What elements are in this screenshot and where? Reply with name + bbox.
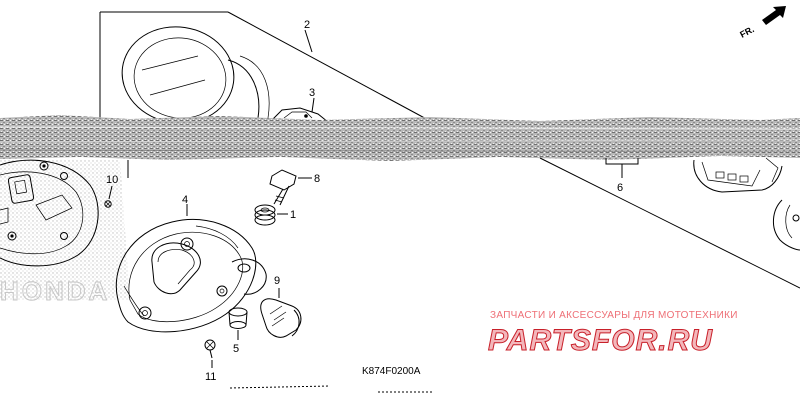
frame-line-diagonal [227,11,433,123]
meter-housing-left [0,159,99,267]
label-part-5: 5 [233,343,239,355]
honda-watermark-text: HONDA [0,276,110,306]
honda-watermark: HONDA [0,160,130,307]
front-direction-label: FR. [738,24,755,40]
meter-unit-right [693,157,800,251]
bracket-group-6 [605,158,639,178]
lower-section: HONDA 10 [0,157,800,393]
bottom-fragment [229,385,331,389]
watermark-site-logo: PARTSFOR.RU [488,324,713,357]
label-part-1: 1 [290,209,296,221]
screw-part-10 [104,200,112,208]
label-part-2: 2 [304,19,310,31]
label-part-6: 6 [617,182,623,194]
upper-section: 3 2 FR. [99,6,786,124]
screw-part-11 [204,339,216,359]
partsfor-watermark: ЗАПЧАСТИ И АКСЕССУАРЫ ДЛЯ МОТОТЕХНИКИ PA… [488,310,738,358]
label-part-4: 4 [182,194,188,206]
leader-3 [311,97,315,113]
label-part-9: 9 [274,275,280,287]
bolt-part-8 [269,169,297,206]
torn-band [0,115,800,161]
collar-part-5 [228,307,248,329]
frame-line-right [539,157,800,289]
leader-10 [108,185,113,200]
label-part-8: 8 [314,173,320,185]
leader-2 [304,29,313,53]
bracket-part-3 [269,107,329,123]
meter-case-part-4 [115,219,267,333]
label-part-3: 3 [309,87,315,99]
grommet-part-1 [254,204,276,226]
label-part-10: 10 [106,174,118,186]
clip-part-9 [260,298,302,338]
meter-lens-part [121,26,270,124]
watermark-tagline: ЗАПЧАСТИ И АКСЕССУАРЫ ДЛЯ МОТОТЕХНИКИ [490,310,738,321]
label-part-11: 11 [205,371,216,383]
diagram-code: K874F0200A [362,366,421,377]
front-direction-marker: FR. [738,6,786,40]
